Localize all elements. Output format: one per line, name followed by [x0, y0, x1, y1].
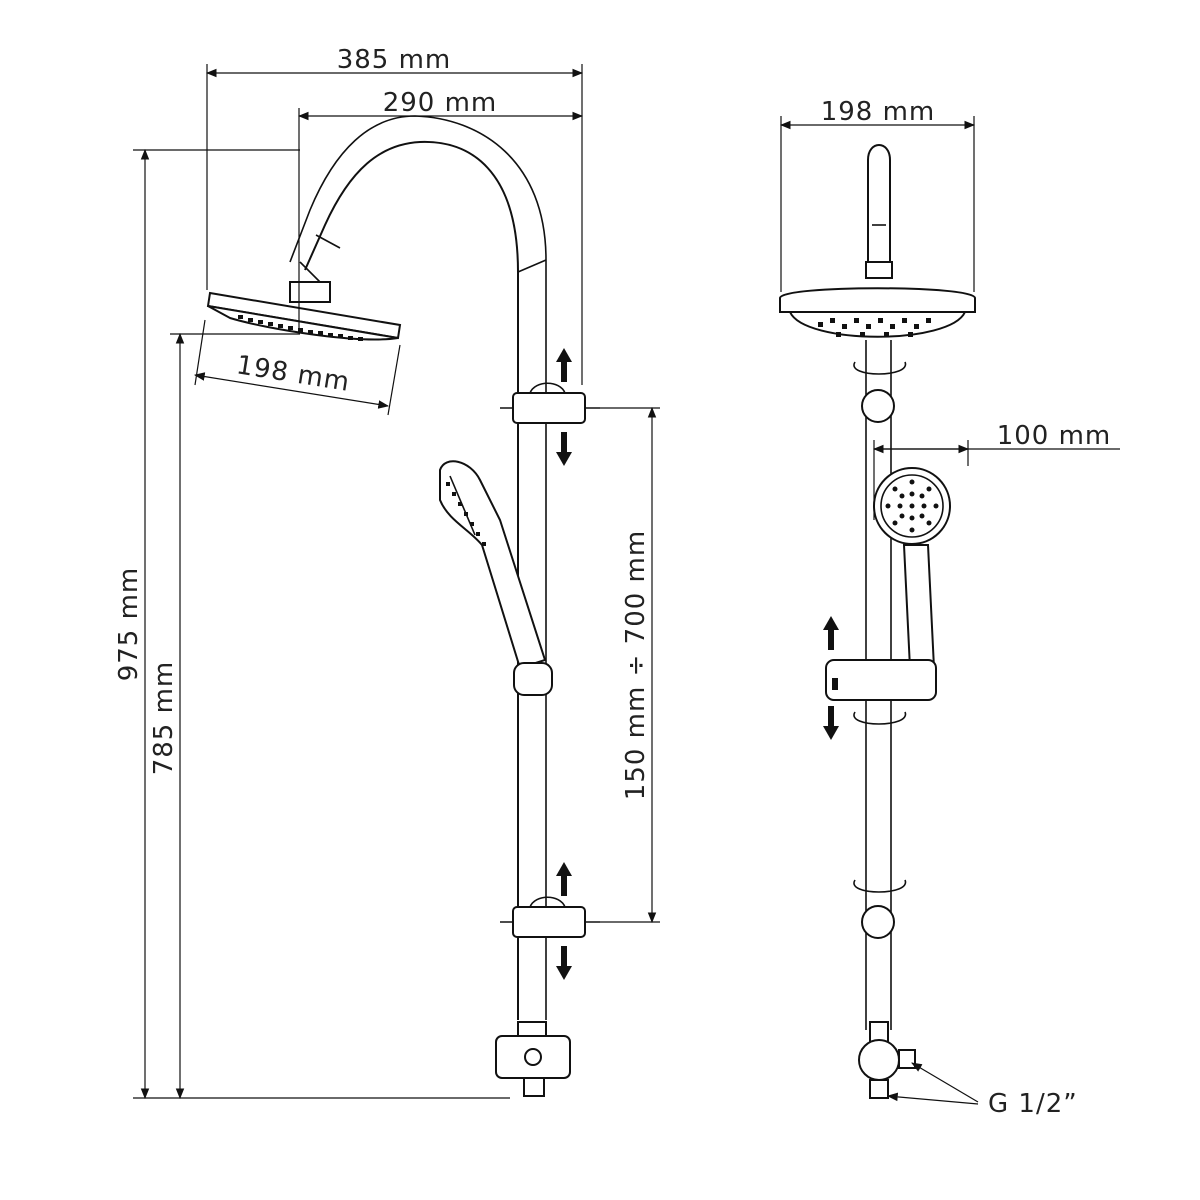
overhead-shower-head-front [779, 287, 976, 338]
diverter-front [858, 1021, 916, 1099]
move-arrows-lower [556, 862, 572, 980]
dim-head-diameter-front: 198 mm [821, 97, 936, 127]
slider-holder-front [825, 659, 937, 701]
dim-total-width: 385 mm [337, 45, 452, 75]
hand-shower-side [439, 460, 553, 696]
dim-slide-range: 150 mm ÷ 700 mm [621, 530, 651, 800]
upper-clamp [500, 382, 600, 424]
riser-arm-outer [304, 140, 519, 1020]
lower-clamp [500, 896, 600, 938]
dim-connection: G 1/2” [988, 1089, 1078, 1119]
dim-arm-width: 290 mm [383, 88, 498, 118]
diverter-side [495, 1021, 571, 1097]
move-arrows-upper [556, 348, 572, 466]
hand-shower-front [873, 467, 951, 669]
swivel-joint [289, 281, 331, 303]
front-view: 198 mm 100 mm G 1/2” [779, 97, 1120, 1119]
dim-head-height: 785 mm [149, 661, 179, 776]
overhead-shower-head [206, 291, 402, 341]
dim-total-height: 975 mm [114, 567, 144, 682]
side-view: 385 mm 290 mm 198 mm 975 mm 785 mm 150 m… [114, 45, 660, 1100]
rotate-arrows-front [853, 361, 906, 893]
move-arrows-front [823, 616, 839, 740]
dim-hand-shower: 100 mm [997, 421, 1112, 451]
